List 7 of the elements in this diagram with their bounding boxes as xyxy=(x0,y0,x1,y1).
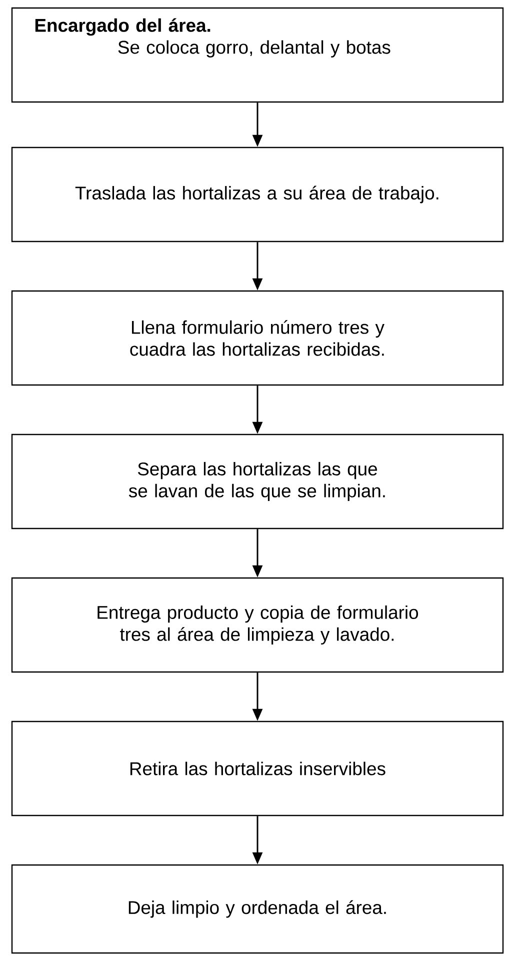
process-box: Encargado del área. Se coloca gorro, delantal y botas xyxy=(11,7,504,103)
process-box: Entrega producto y copia de formulario tres al área de limpieza y lavado. xyxy=(11,577,504,673)
process-box: Llena formulario número tres y cuadra las hortalizas recibidas. xyxy=(11,290,504,386)
process-box: Retira las hortalizas inservibles xyxy=(11,720,504,816)
process-box: Deja limpio y ordenada el área. xyxy=(11,864,504,954)
process-box: Traslada las hortalizas a su área de trabajo. xyxy=(11,146,504,242)
process-box: Separa las hortalizas las que se lavan de las que se limpian. xyxy=(11,434,504,530)
